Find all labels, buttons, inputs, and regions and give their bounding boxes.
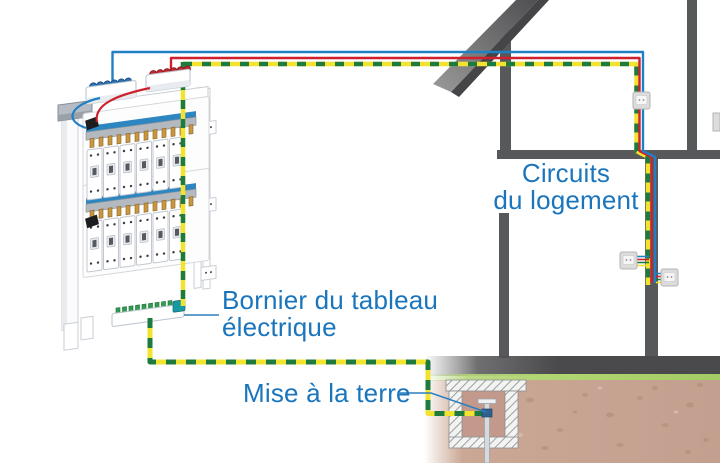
floor-slab xyxy=(497,150,720,159)
earth-rod-clamp xyxy=(481,408,493,418)
grass-line xyxy=(424,374,720,381)
incomer-clamp-row1 xyxy=(85,116,99,131)
phase-terminal-block xyxy=(145,65,191,93)
earth-wire-to-house-dash xyxy=(183,61,651,285)
junction-box xyxy=(632,91,651,110)
right-interior-wall xyxy=(687,0,697,151)
mise-a-la-terre-label: Mise à la terre xyxy=(243,378,411,408)
phase-pigtail-wire xyxy=(95,86,151,123)
pit-bottom-bar xyxy=(448,436,519,449)
wall-socket-edge xyxy=(712,112,720,132)
bornier-label: Bornier du tableau électrique xyxy=(222,287,438,341)
circuits-label-line1: Circuits xyxy=(521,158,611,188)
roof-slab xyxy=(433,0,538,92)
house-base-shadow xyxy=(424,356,720,376)
distribution-panel xyxy=(57,85,217,351)
upper-interior-wall xyxy=(500,20,511,151)
incomer-clamp-row2 xyxy=(85,214,99,229)
pit-right-wall xyxy=(504,390,519,442)
wall-socket-1 xyxy=(619,251,638,270)
earth-terminal-block xyxy=(111,299,186,327)
pit-top-bar xyxy=(445,379,527,392)
ground xyxy=(424,356,720,463)
soil-stones-light xyxy=(517,386,679,437)
neutral-pigtail-wire xyxy=(71,96,101,130)
bornier-label-line2: électrique xyxy=(222,312,337,342)
lower-left-wall xyxy=(499,213,509,358)
terre-leader-line xyxy=(400,392,487,413)
bornier-label-line1: Bornier du tableau xyxy=(222,285,439,315)
circuits-label-line2: du logement xyxy=(493,185,639,215)
circuits-du-logement-label: Circuits du logement xyxy=(452,160,680,214)
panel-foot-left xyxy=(63,321,79,351)
wall-socket-2 xyxy=(660,268,679,287)
earth-wire-to-pit-dash xyxy=(147,318,487,416)
earth-rod-cap xyxy=(477,398,497,404)
roof-under-edge xyxy=(451,0,549,97)
panel-foot-right xyxy=(80,315,94,341)
